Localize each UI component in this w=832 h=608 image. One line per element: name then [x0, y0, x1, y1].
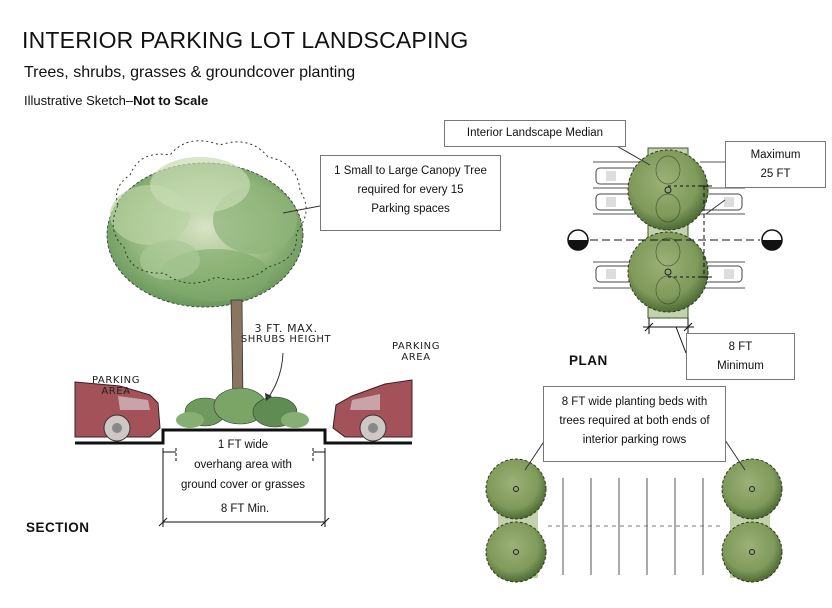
shrub-height-label: 3 FT. MAX. SHRUBS HEIGHT	[240, 323, 332, 345]
section-drawing	[74, 140, 413, 527]
median-callout-leader	[614, 144, 651, 166]
plan-label: PLAN	[569, 353, 608, 368]
beds-callout-line-1: 8 FT wide planting beds with	[561, 396, 708, 408]
overhang-label: 1 FT wide overhang area with ground cove…	[168, 435, 318, 495]
beds-stall-lines	[548, 478, 720, 575]
overhang-line-2: overhang area with	[194, 459, 292, 471]
beds-callout-leader-right	[724, 439, 746, 471]
overhang-dimension	[162, 448, 326, 527]
tree-callout-line-3: Parking spaces	[371, 203, 450, 215]
beds-tree-left-top	[485, 458, 547, 520]
section-car-left	[74, 381, 161, 442]
max-callout-leader	[705, 199, 726, 215]
beds-drawing	[485, 439, 783, 583]
scale-note-bold: Not to Scale	[133, 93, 209, 108]
shrub-height-arrow	[267, 352, 284, 399]
parking-left-line-2: AREA	[101, 386, 131, 397]
tree-callout-line-2: required for every 15	[357, 184, 464, 196]
max-callout-line-2: 25 FT	[760, 168, 791, 180]
parking-right-line-2: AREA	[401, 352, 431, 363]
section-ground-line	[75, 428, 412, 445]
parking-left-line-1: PARKING	[91, 375, 141, 386]
plan-tree-canopy-top	[627, 149, 709, 231]
beds-callout-line-3: interior parking rows	[582, 434, 687, 446]
scale-note-prefix: Illustrative Sketch–	[24, 93, 134, 108]
beds-callout-leader-left	[524, 439, 546, 471]
beds-tree-right-bottom	[721, 521, 783, 583]
planting-beds-callout: 8 FT wide planting beds with trees requi…	[543, 386, 726, 462]
page-title: INTERIOR PARKING LOT LANDSCAPING	[22, 27, 469, 53]
tree-callout-line-1: 1 Small to Large Canopy Tree	[334, 165, 487, 177]
shrub-height-line-2: SHRUBS HEIGHT	[240, 334, 332, 345]
section-car-right	[332, 379, 413, 442]
section-width-dimension	[158, 517, 330, 527]
plan-min-width-dimension	[643, 318, 694, 354]
beds-callout-line-2: trees required at both ends of	[559, 415, 710, 427]
section-tree-canopy	[106, 140, 307, 308]
section-width-label: 8 FT Min.	[220, 503, 270, 515]
plan-drawing	[567, 144, 783, 354]
beds-tree-right-top	[721, 458, 783, 520]
plan-section-cut	[567, 229, 783, 251]
tree-callout-leader	[282, 205, 321, 214]
parking-right-line-1: PARKING	[391, 341, 441, 352]
median-callout: Interior Landscape Median	[444, 120, 626, 147]
max-spacing-callout: Maximum 25 FT	[725, 141, 826, 188]
page-subtitle: Trees, shrubs, grasses & groundcover pla…	[24, 64, 356, 81]
plan-tree-canopy-bottom	[627, 231, 709, 313]
overhang-line-3: ground cover or grasses	[180, 479, 305, 491]
plan-max-spacing	[668, 185, 712, 278]
parking-area-right-label: PARKING AREA	[386, 341, 446, 363]
scale-note: Illustrative Sketch–Not to Scale	[24, 93, 208, 108]
shrub-height-line-1: 3 FT. MAX.	[254, 322, 318, 335]
min-width-callout: 8 FT Minimum	[686, 333, 795, 380]
section-label: SECTION	[26, 520, 90, 535]
min-callout-line-1: 8 FT	[728, 341, 753, 353]
tree-requirement-callout: 1 Small to Large Canopy Tree required fo…	[320, 155, 501, 231]
parking-area-left-label: PARKING AREA	[86, 375, 146, 397]
min-callout-line-2: Minimum	[717, 360, 764, 372]
beds-tree-left-bottom	[485, 521, 547, 583]
section-shrubs	[176, 387, 309, 428]
max-callout-line-1: Maximum	[750, 149, 801, 161]
overhang-line-1: 1 FT wide	[213, 435, 273, 455]
